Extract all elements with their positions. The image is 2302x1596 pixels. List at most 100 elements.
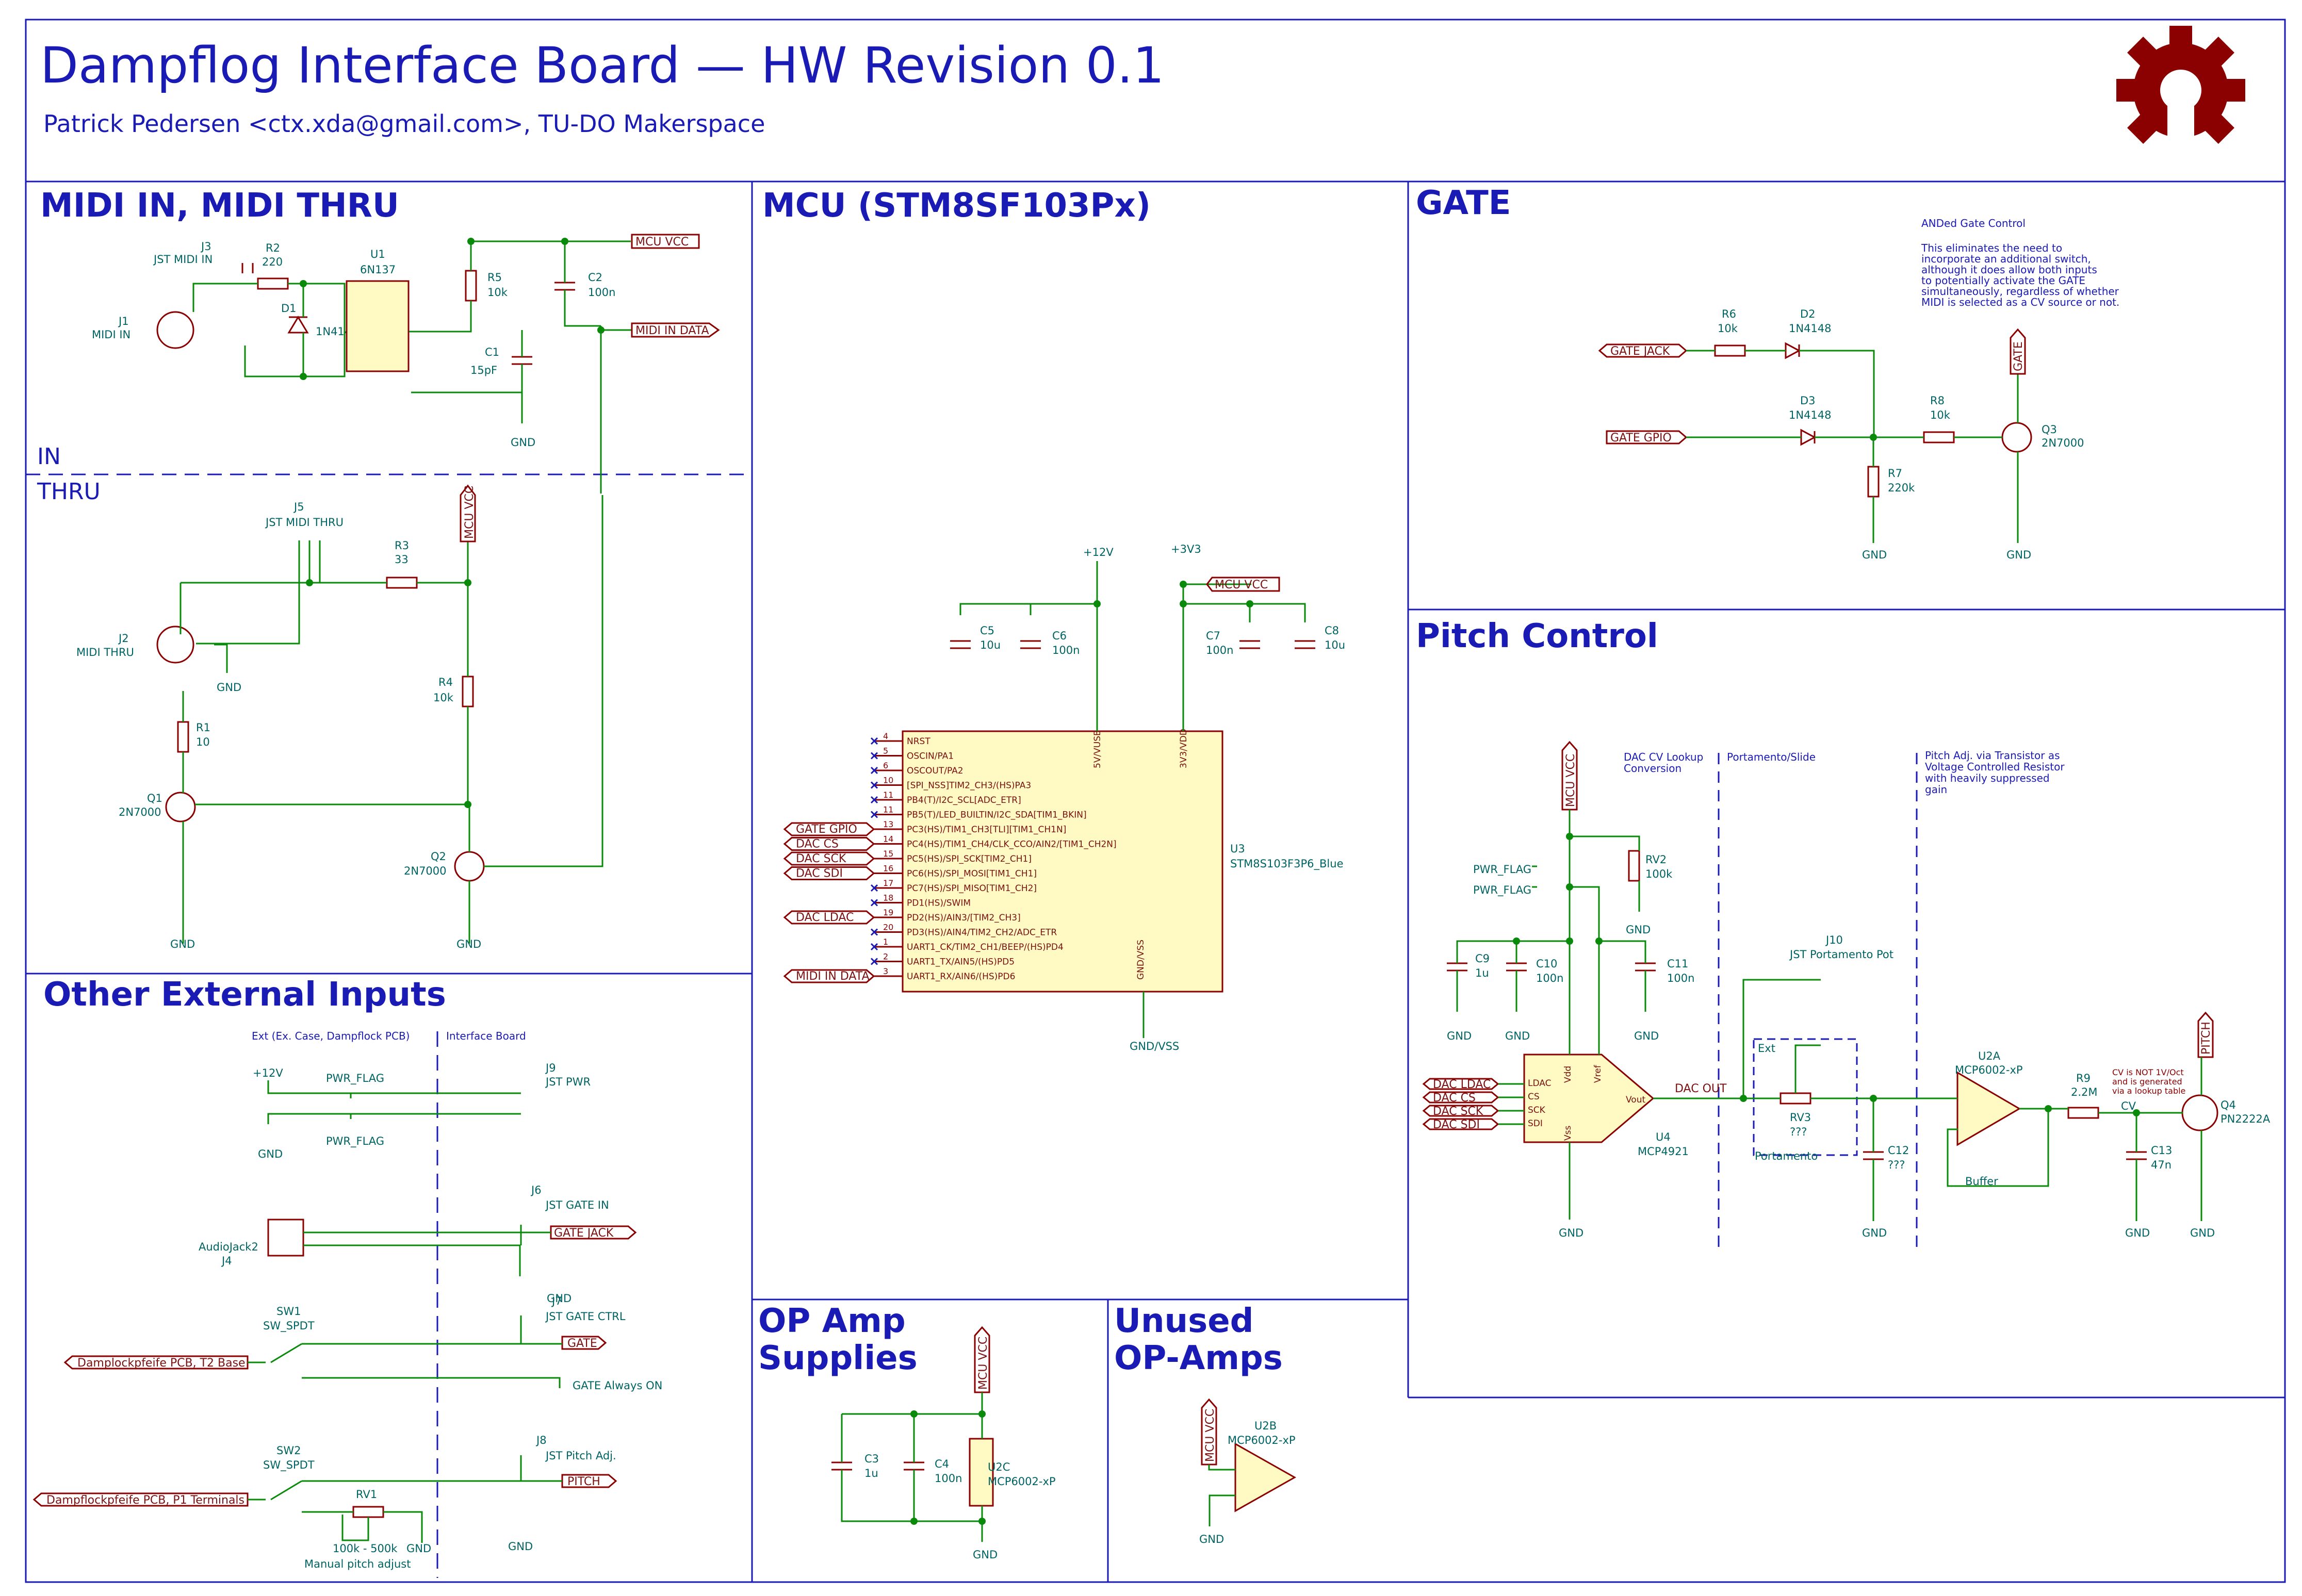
j6-value: JST GATE IN <box>545 1199 609 1211</box>
c12-ref: C12 <box>1888 1144 1909 1157</box>
pwr-flag-1: PWR_FLAG <box>1473 863 1531 876</box>
j10-value: JST Portamento Pot <box>1789 948 1893 961</box>
ext-box <box>1753 1038 1858 1156</box>
u3-pin-name: OSCOUT/PA2 <box>907 766 964 776</box>
section-title-opamp-supplies: OP Amp <box>758 1302 906 1340</box>
pwr-flag-inputs-2: PWR_FLAG <box>326 1135 384 1148</box>
rv2-trimmer <box>1628 850 1640 882</box>
net-dac-sck: DAC SCK <box>1433 1105 1483 1118</box>
no-connect-marker <box>870 928 878 936</box>
r6-resistor <box>1714 344 1746 357</box>
c10-value: 100n <box>1536 972 1563 984</box>
r9-ref: R9 <box>2076 1072 2091 1084</box>
pitch-adj-note-3: with heavily suppressed <box>1925 772 2050 784</box>
no-connect-marker <box>870 766 878 775</box>
q4-ref: Q4 <box>2221 1099 2236 1111</box>
sheet-title: Dampflog Interface Board — HW Revision 0… <box>40 37 1164 94</box>
mcu-net-label: GATE GPIO <box>796 823 857 836</box>
u3-value: STM8S103F3P6_Blue <box>1230 858 1344 870</box>
q2-value: 2N7000 <box>404 865 447 877</box>
u3-pin-name: OSCIN/PA1 <box>907 751 954 762</box>
r4-resistor <box>462 676 474 707</box>
r6-ref: R6 <box>1722 308 1736 320</box>
c4-value: 100n <box>935 1472 962 1485</box>
ext-side-label: Ext (Ex. Case, Dampflock PCB) <box>252 1030 410 1042</box>
d2-diode <box>1785 342 1801 359</box>
u4-pin-sdi: SDI <box>1528 1118 1543 1129</box>
u3-pin-name: UART1_CK/TIM2_CH1/BEEP/(HS)PD4 <box>907 942 1064 952</box>
rv2-ref: RV2 <box>1645 853 1667 866</box>
u1-ref: U1 <box>370 248 385 260</box>
net-dac-ldac: DAC LDAC <box>1433 1078 1491 1091</box>
gate-note-title: ANDed Gate Control <box>1921 217 2026 229</box>
net-pitch-q4: PITCH <box>2200 1022 2213 1055</box>
net-midi-in-data: MIDI IN DATA <box>635 324 709 337</box>
net-gate-q3: GATE <box>2012 341 2025 371</box>
rv1-pot <box>352 1506 384 1518</box>
rv3-pot <box>1779 1092 1811 1105</box>
supplies-section: MCU VCC C3 1u C4 100n U2C MCP6002-xP GND <box>831 1326 1056 1561</box>
section-title-gate: GATE <box>1416 184 1511 222</box>
gnd-midi-in: GND <box>511 436 535 449</box>
r3-resistor <box>386 577 418 589</box>
u3-pin-3v3: 3V3/VDD <box>1179 729 1189 768</box>
r5-ref: R5 <box>487 271 502 284</box>
c8-ref: C8 <box>1325 624 1339 637</box>
u3-pin-name: PD1(HS)/SWIM <box>907 898 971 909</box>
gnd-j6: GND <box>547 1292 572 1305</box>
u3-pin-number: 19 <box>883 908 893 917</box>
r4-value: 10k <box>433 692 454 704</box>
d1-diode <box>287 316 309 334</box>
j7-ref: J7 <box>551 1295 562 1307</box>
mcu-net-label-shape <box>783 822 875 836</box>
c3-value: 1u <box>864 1467 878 1479</box>
u3-pin-number: 6 <box>883 761 888 770</box>
mcu-net-label-shape <box>783 837 875 851</box>
j1-ref: J1 <box>118 315 129 327</box>
c9-value: 1u <box>1475 967 1489 979</box>
gnd-supplies: GND <box>973 1549 998 1561</box>
c3-ref: C3 <box>864 1453 879 1465</box>
midi-in-din-connector <box>156 311 194 349</box>
rv3-ref: RV3 <box>1790 1111 1811 1124</box>
net-mcu-vcc-unused: MCU VCC <box>1204 1409 1217 1462</box>
rv3-value: ??? <box>1790 1126 1807 1138</box>
u2c-ref: U2C <box>988 1461 1010 1473</box>
gnd-q1: GND <box>170 938 195 950</box>
c8-value: 10u <box>1325 639 1345 651</box>
j3-value: JST MIDI IN <box>153 253 213 266</box>
q3-value: 2N7000 <box>2042 437 2084 449</box>
midi-section: IN THRU J1 MIDI IN J3 JST MIDI IN R2 220… <box>37 234 720 950</box>
no-connect-marker <box>870 958 878 965</box>
u3-pin-number: 5 <box>883 746 888 756</box>
r7-value: 220k <box>1888 482 1915 494</box>
u4-pin-sck: SCK <box>1528 1105 1546 1115</box>
c11-value: 100n <box>1667 972 1694 984</box>
sw2-ref: SW2 <box>276 1444 301 1457</box>
board-side-label: Interface Board <box>446 1030 526 1042</box>
r9-resistor <box>2067 1107 2099 1119</box>
net-mcu-vcc-midi: MCU VCC <box>635 236 689 249</box>
net-dac-out: DAC OUT <box>1675 1082 1727 1095</box>
section-title-unused: Unused <box>1114 1302 1253 1340</box>
u3-pin-name: UART1_TX/AIN5/(HS)PD5 <box>907 957 1015 967</box>
c1-value: 15pF <box>470 364 497 376</box>
mcu-net-label: DAC LDAC <box>796 911 854 924</box>
inputs-section: Ext (Ex. Case, Dampflock PCB) Interface … <box>32 1030 662 1578</box>
gnd-r7: GND <box>1862 549 1887 561</box>
r2-value: 220 <box>262 256 283 268</box>
net-gate-inputs: GATE <box>567 1337 597 1350</box>
gnd-unused: GND <box>1199 1533 1224 1545</box>
c7-ref: C7 <box>1206 630 1220 642</box>
net-gate-gpio: GATE GPIO <box>1610 432 1672 445</box>
net-gate-jack-inputs: GATE JACK <box>554 1227 614 1240</box>
u3-pin-number: 20 <box>883 923 893 932</box>
u3-pin-number: 15 <box>883 849 893 859</box>
sw1-value: SW_SPDT <box>263 1320 315 1332</box>
c13-ref: C13 <box>2151 1144 2172 1157</box>
pitch-adj-note-2: Voltage Controlled Resistor <box>1925 761 2065 773</box>
midi-in-label: IN <box>37 443 61 470</box>
u3-pin-number: 14 <box>883 834 893 844</box>
pitch-adj-note-4: gain <box>1925 783 1947 796</box>
